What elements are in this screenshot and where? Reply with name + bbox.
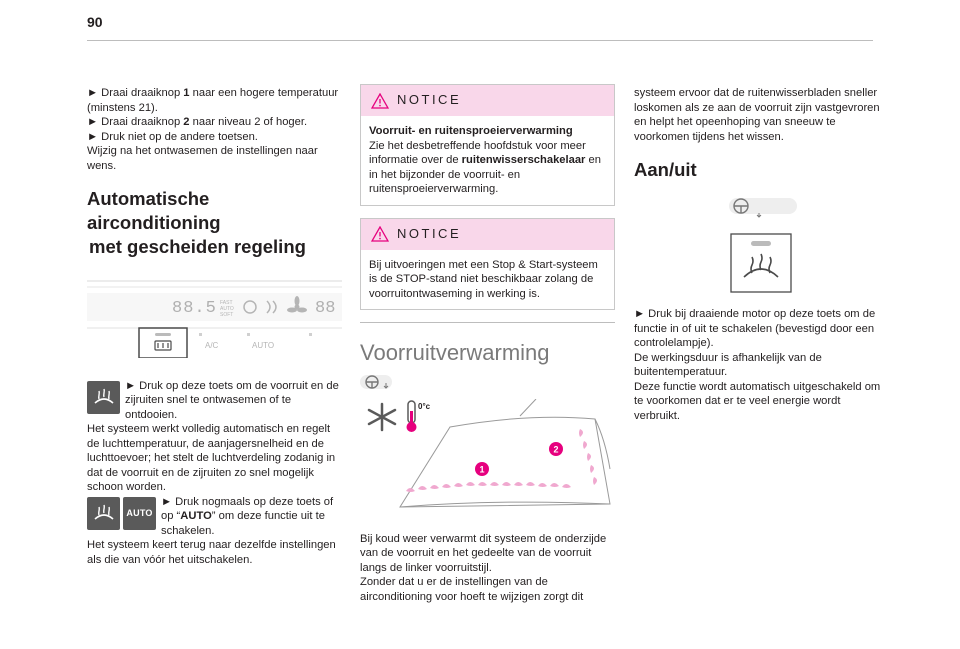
section-divider (360, 322, 615, 323)
notice-title: NOTICE (397, 92, 462, 108)
svg-text:AUTO: AUTO (220, 306, 234, 312)
panel-btn-auto: AUTO (252, 341, 274, 350)
section-heading-on-off: Aan/uit (634, 159, 697, 180)
intro-step-2: ► Draai draaiknop 2 naar niveau 2 of hog… (87, 116, 308, 128)
column-1: ► Draai draaiknop 1 naar een hogere temp… (87, 86, 342, 567)
notice-box-2: NOTICE Bij uitvoeringen met een Stop & S… (360, 217, 615, 310)
notice-1-bold: Voorruit- en ruitensproeierverwarming (369, 125, 573, 137)
rear-defrost-icon-panel (154, 340, 172, 351)
thermometer-icon (406, 400, 417, 432)
on-off-step: ► Druk bij draaiende motor op deze toets… (634, 308, 876, 349)
top-rule (87, 40, 873, 41)
column-3: systeem ervoor dat de ruitenwisserbladen… (634, 86, 889, 423)
heated-windscreen-button-illustration (730, 232, 889, 298)
defrost-step-2: ► Druk nogmaals op deze toets of op “AUT… (161, 495, 334, 537)
section-heading-airco: Automatische airconditioning met geschei… (87, 188, 306, 257)
intro-step-1: ► Draai draaiknop 1 naar een hogere temp… (87, 87, 339, 114)
airflow-icon (266, 300, 277, 314)
warning-triangle-icon (371, 92, 389, 109)
front-defrost-icon-2 (87, 496, 120, 530)
windscreen-heating-p2: Zonder dat u er de instellingen van de a… (360, 576, 584, 603)
notice-1-text: Zie het desbetreffende hoofdstuk voor me… (369, 139, 601, 196)
panel-display-left: 88.5 (172, 299, 217, 318)
column-2: NOTICE Voorruit- en ruitensproeierverwar… (360, 84, 615, 604)
svg-text:2: 2 (554, 445, 559, 455)
on-off-auto-off: Deze functie wordt automatisch uitgescha… (634, 380, 881, 422)
snowflake-icon (367, 402, 397, 432)
recirc-icon (243, 300, 257, 314)
windscreen-heating-illustration: 0°c (360, 398, 615, 522)
on-off-duration: De werkingsduur is afhankelijk van de bu… (634, 351, 822, 379)
notice-box-1: NOTICE Voorruit- en ruitensproeierverwar… (360, 84, 615, 206)
warning-triangle-icon (371, 226, 389, 242)
fan-icon (287, 296, 307, 313)
marker-2 (549, 442, 563, 456)
panel-display-right: 88 (315, 299, 335, 318)
panel-btn-ac: A/C (205, 341, 219, 350)
marker-1 (475, 462, 489, 476)
steering-stalk-illustration (729, 196, 889, 223)
defrost-step-1: ► Druk op deze toets om de voorruit en d… (125, 379, 339, 421)
svg-text:1: 1 (480, 465, 485, 475)
steering-wheel-small-icon (360, 375, 392, 389)
intro-step-4: Wijzig na het ontwasemen de instellingen… (87, 145, 318, 172)
climate-panel-illustration: 88.5 FAST AUTO SOFT 88 A/C AUTO (87, 273, 342, 363)
notice-2-text: Bij uitvoeringen met een Stop & Start-sy… (369, 258, 598, 300)
defrost-explanation: Het systeem werkt volledig automatisch e… (87, 423, 336, 493)
defrost-instruction: ► Druk op deze toets om de voorruit en d… (87, 379, 342, 423)
notice-title: NOTICE (397, 225, 462, 241)
front-defrost-icon (87, 380, 120, 414)
defrost-off-instruction: AUTO ► Druk nogmaals op deze toets of op… (87, 495, 342, 539)
heating-wave-marks (406, 429, 597, 492)
intro-step-3: ► Druk niet op de andere toetsen. (87, 130, 258, 143)
section-heading-windscreen-heating: Voorruitverwarming (360, 340, 550, 365)
auto-button-icon: AUTO (123, 496, 156, 530)
windscreen-heating-p1: Bij koud weer verwarmt dit systeem de on… (360, 532, 607, 574)
page-number: 90 (87, 14, 103, 30)
defrost-return-note: Het systeem keert terug naar dezelfde in… (87, 539, 336, 566)
svg-text:SOFT: SOFT (220, 312, 233, 318)
windscreen-heating-p3: systeem ervoor dat de ruitenwisserbladen… (634, 87, 880, 143)
temperature-label: 0°c (418, 402, 431, 411)
svg-text:FAST: FAST (220, 300, 233, 306)
heated-windscreen-icon (743, 253, 779, 278)
